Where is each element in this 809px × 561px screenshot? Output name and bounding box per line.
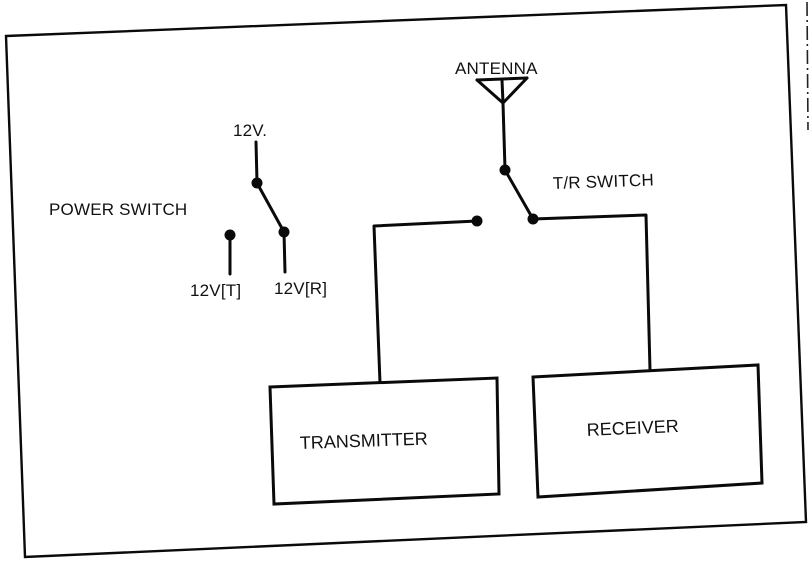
transmitter-feed-wire [372, 219, 479, 385]
tr-switch-label: T/R SWITCH [552, 170, 654, 193]
supply-label: 12V. [233, 121, 267, 140]
supply-transmit-label: 12V[T] [190, 281, 241, 300]
receiver-feed-wire [531, 213, 652, 372]
receiver-block: RECEIVER [531, 363, 764, 499]
scan-edge-artifact [806, 1, 809, 131]
supply-wire [254, 140, 259, 184]
power-switch: 12V. POWER SWITCH 12V[T] 12V[R] [49, 121, 327, 300]
outer-frame [4, 3, 808, 559]
supply-receive-label: 12V[R] [274, 279, 327, 298]
antenna-icon [475, 76, 529, 105]
transmitter-block: TRANSMITTER [268, 376, 501, 506]
power-switch-blade [255, 181, 286, 234]
antenna-label: ANTENNA [455, 59, 538, 78]
tr-switch: ANTENNA T/R SWITCH [455, 59, 654, 227]
tr-switch-blade [503, 168, 535, 221]
power-switch-label: POWER SWITCH [49, 200, 187, 219]
receiver-box [531, 363, 764, 499]
transmitter-box [268, 376, 501, 506]
antenna-feed-wire [501, 101, 507, 171]
supply-receive-wire [282, 230, 287, 274]
transmitter-label: TRANSMITTER [299, 429, 428, 453]
receiver-label: RECEIVER [586, 416, 679, 440]
